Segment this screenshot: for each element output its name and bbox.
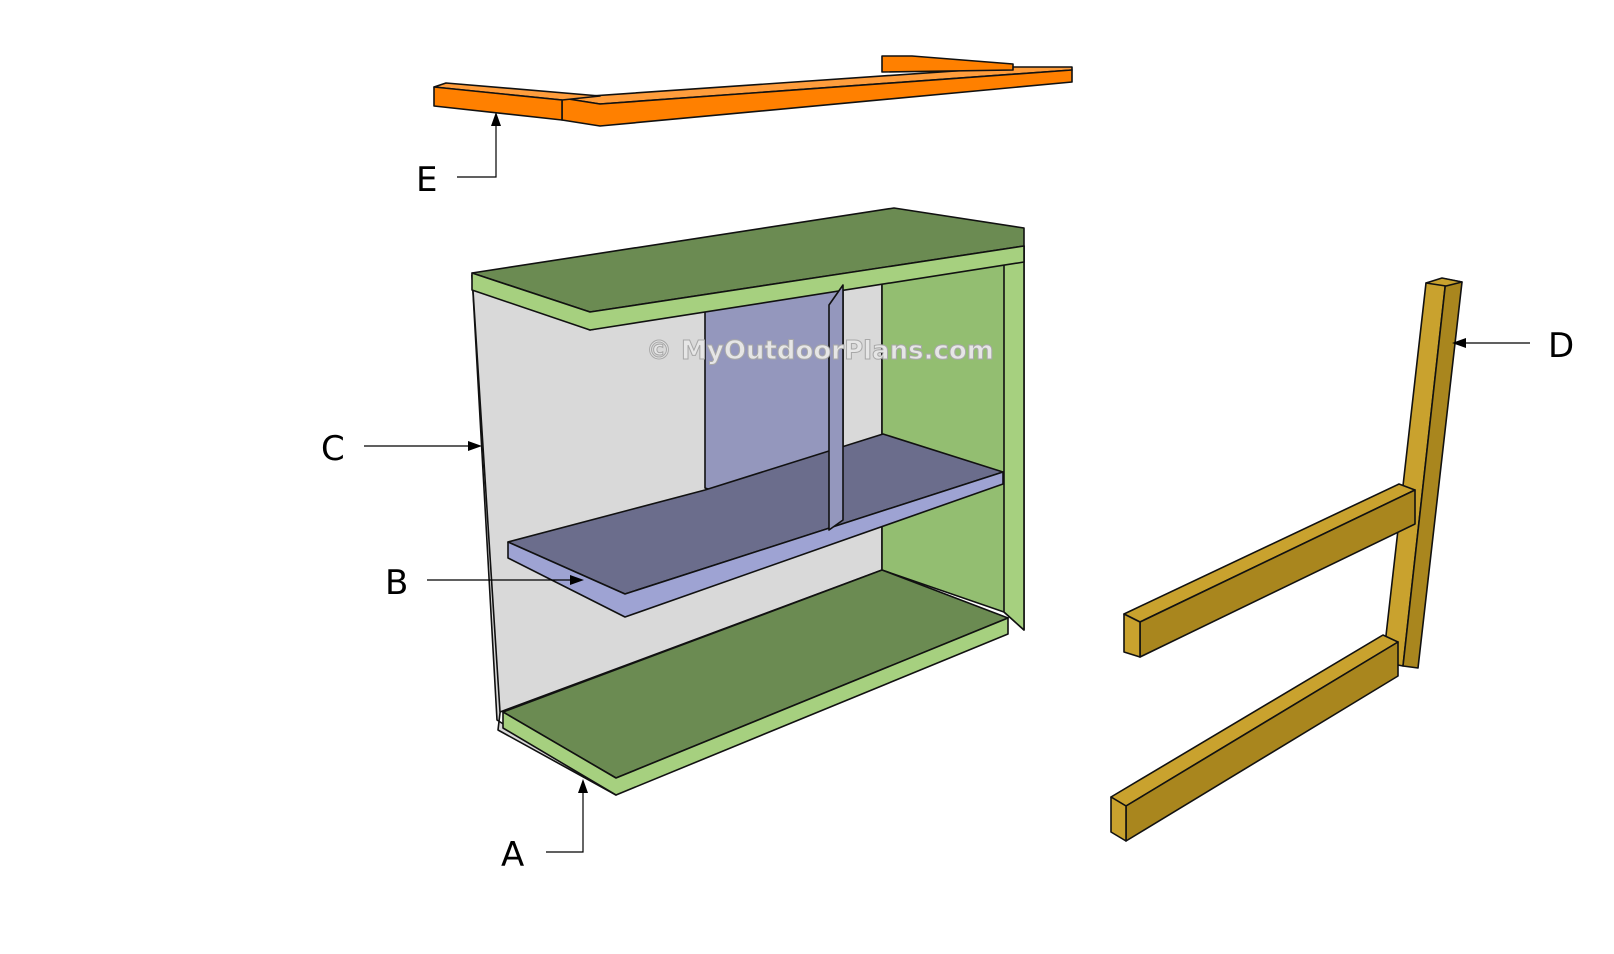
label-e: E xyxy=(416,160,437,200)
right-side-panel-edge xyxy=(1003,245,1025,631)
top-board-front-edge xyxy=(471,245,1025,331)
frame-upper-arm-side xyxy=(1139,489,1416,658)
part-e-top-rail xyxy=(433,55,1073,127)
watermark: © MyOutdoorPlans.com xyxy=(646,336,994,366)
part-d-frame xyxy=(1110,277,1463,842)
label-d: D xyxy=(1548,326,1574,366)
frame-lower-arm-end xyxy=(1110,796,1127,842)
cabinet-assembly xyxy=(471,207,1025,796)
frame-lower-arm xyxy=(1110,634,1399,807)
arrowhead-d xyxy=(1452,338,1466,348)
label-a: A xyxy=(501,835,524,875)
leader-e xyxy=(457,116,497,178)
label-c: C xyxy=(321,429,345,469)
leader-a xyxy=(546,785,584,853)
divider-front-edge xyxy=(828,284,844,531)
arrowhead-e xyxy=(491,112,501,126)
frame-upper-arm-end xyxy=(1123,613,1141,658)
frame-lower-arm-side xyxy=(1125,641,1399,842)
arrowhead-b xyxy=(570,575,584,585)
right-side-panel xyxy=(881,245,1025,631)
label-b: B xyxy=(385,563,408,603)
part-a-bottom-board-edge xyxy=(502,617,1009,796)
rail-right-arm xyxy=(881,55,1014,73)
leader-lines xyxy=(364,112,1530,853)
frame-upright-top xyxy=(1425,277,1463,287)
arrowhead-c xyxy=(468,441,482,451)
part-b-shelf-edge xyxy=(507,471,1004,618)
frame-upper-arm xyxy=(1123,483,1416,623)
arrowhead-a xyxy=(578,779,588,793)
rail-left-arm-front xyxy=(433,86,563,121)
